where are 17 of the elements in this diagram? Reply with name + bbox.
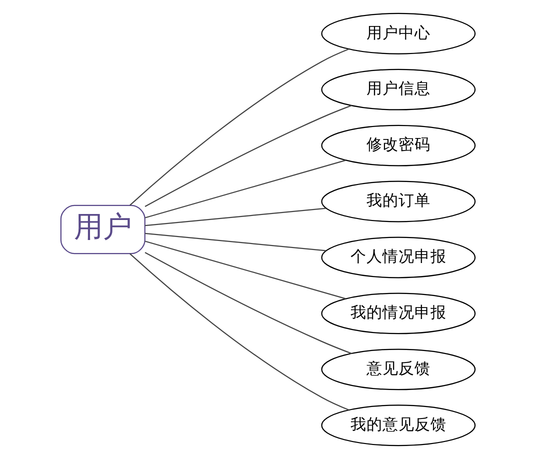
node-ellipse: 个人情况申报 bbox=[320, 236, 476, 278]
connector bbox=[144, 207, 326, 226]
node-ellipse: 用户中心 bbox=[320, 12, 476, 54]
connector bbox=[144, 232, 326, 251]
connector bbox=[129, 48, 348, 206]
node-ellipse: 我的情况申报 bbox=[320, 292, 476, 334]
connector bbox=[144, 251, 352, 354]
node-ellipse: 修改密码 bbox=[320, 124, 476, 166]
connector bbox=[144, 104, 352, 207]
node-ellipse: 意见反馈 bbox=[320, 348, 476, 390]
connector bbox=[144, 159, 346, 218]
node-ellipse: 我的订单 bbox=[320, 180, 476, 222]
node-ellipse: 我的意见反馈 bbox=[320, 404, 476, 446]
node-box: 用户 bbox=[60, 204, 145, 254]
connector bbox=[129, 252, 348, 410]
node-ellipse: 用户信息 bbox=[320, 68, 476, 110]
connector bbox=[144, 240, 346, 299]
